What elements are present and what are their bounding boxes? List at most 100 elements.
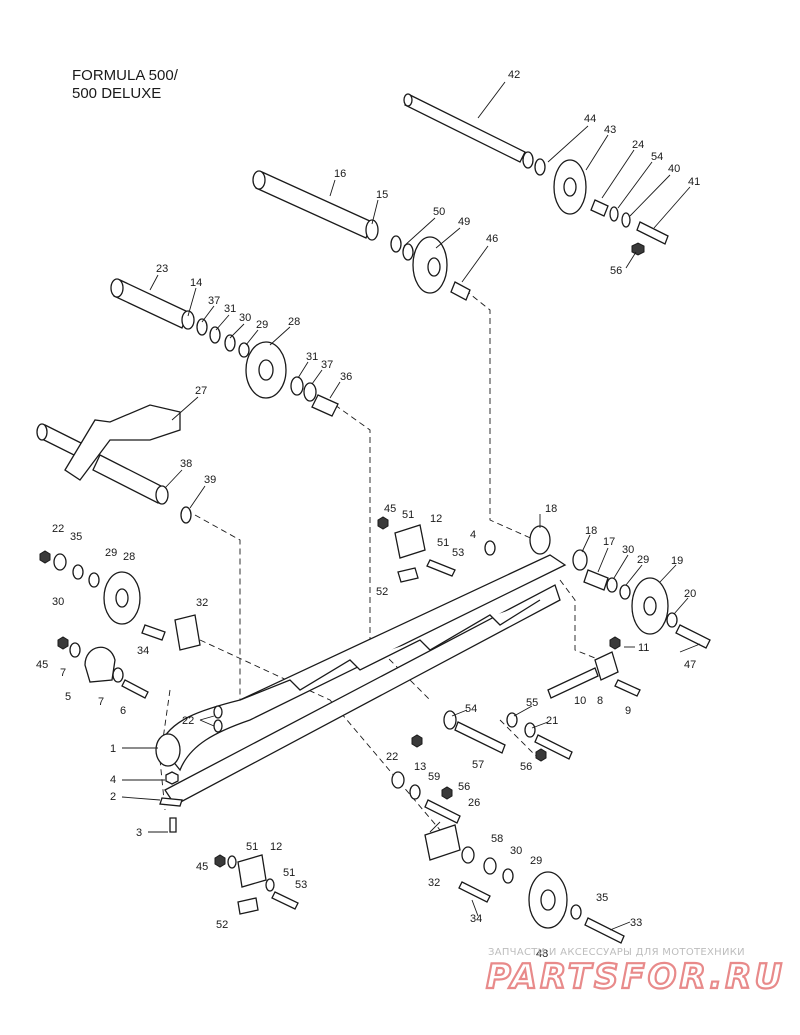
callout-5: 5 [65,691,71,703]
callout-37b: 37 [321,359,333,371]
callout-10: 10 [574,695,586,707]
callout-46: 46 [486,233,498,245]
callout-6: 6 [120,705,126,717]
callout-57: 57 [472,759,484,771]
callout-36: 36 [340,371,352,383]
callout-15: 15 [376,189,388,201]
callout-35: 35 [70,531,82,543]
callout-49: 49 [458,216,470,228]
callout-16: 16 [334,168,346,180]
callout-34b: 34 [470,913,482,925]
callout-28: 28 [288,316,300,328]
callout-28b: 28 [123,551,135,563]
callout-38: 38 [180,458,192,470]
alignment-lines [159,289,601,831]
shaft-42-assembly [403,93,669,256]
callout-11: 11 [638,642,649,654]
callout-3: 3 [136,827,142,839]
callout-45b: 45 [36,659,48,671]
leader-lines [121,81,701,931]
callout-29: 29 [256,319,268,331]
right-middle-parts [547,636,641,699]
callout-47: 47 [684,659,696,671]
callout-43: 43 [604,124,616,136]
lower-right-parts [424,824,625,944]
watermark-tagline: ЗАПЧАСТИ И АКСЕССУАРЫ ДЛЯ МОТОТЕХНИКИ [488,947,745,958]
callout-22b: 22 [182,715,194,727]
callout-12b: 12 [270,841,282,853]
callout-9: 9 [625,705,631,717]
callout-33: 33 [630,917,642,929]
callout-18b: 18 [585,525,597,537]
callout-51d: 51 [283,867,295,879]
left-lower-parts [57,636,149,699]
callout-17: 17 [603,536,615,548]
callout-56: 56 [610,265,622,277]
callout-24: 24 [632,139,644,151]
callout-1: 1 [110,743,116,755]
callout-34: 34 [137,645,149,657]
slide-rail [155,554,567,806]
callout-45: 45 [384,503,396,515]
callout-31: 31 [224,303,236,315]
callout-53b: 53 [295,879,307,891]
callout-8: 8 [597,695,603,707]
callout-4: 4 [470,529,476,541]
callout-51b: 51 [437,537,449,549]
rail-front-parts [159,771,183,833]
callout-52: 52 [376,586,388,598]
right-upper-parts [377,516,711,649]
callout-55: 55 [526,697,538,709]
callout-13: 13 [414,761,426,773]
callout-30c: 30 [52,596,64,608]
callout-42: 42 [508,69,520,81]
callout-labels: 42 44 43 24 54 40 41 56 16 15 50 49 46 2… [36,69,700,960]
callout-35b: 35 [596,892,608,904]
callout-18: 18 [545,503,557,515]
watermark: ЗАПЧАСТИ И АКСЕССУАРЫ ДЛЯ МОТОТЕХНИКИ PA… [485,947,783,998]
callout-19: 19 [671,555,683,567]
callout-39: 39 [204,474,216,486]
callout-14: 14 [190,277,202,289]
callout-7b: 7 [98,696,104,708]
callout-44: 44 [584,113,596,125]
callout-53: 53 [452,547,464,559]
callout-37: 37 [208,295,220,307]
callout-30: 30 [239,312,251,324]
callout-21: 21 [546,715,558,727]
callout-30b: 30 [622,544,634,556]
callout-22c: 22 [386,751,398,763]
diagram-title-line-1: FORMULA 500/ [72,67,179,84]
callout-56b: 56 [520,761,532,773]
callout-48: 48 [536,948,548,960]
callout-20: 20 [684,588,696,600]
callout-41: 41 [688,176,700,188]
callout-26: 26 [468,797,480,809]
callout-29d: 29 [530,855,542,867]
center-parts [213,705,573,824]
callout-12: 12 [430,513,442,525]
callout-54: 54 [651,151,663,163]
callout-29b: 29 [637,554,649,566]
callout-31b: 31 [306,351,318,363]
callout-2: 2 [110,791,116,803]
callout-7: 7 [60,667,66,679]
arm-27-assembly [36,404,192,524]
callout-51c: 51 [246,841,258,853]
callout-50: 50 [433,206,445,218]
callout-4b: 4 [110,774,116,786]
callout-30d: 30 [510,845,522,857]
callout-58: 58 [491,833,503,845]
callout-52b: 52 [216,919,228,931]
callout-51: 51 [402,509,414,521]
callout-32b: 32 [428,877,440,889]
callout-27: 27 [195,385,207,397]
callout-56c: 56 [458,781,470,793]
callout-32: 32 [196,597,208,609]
callout-23: 23 [156,263,168,275]
diagram-title-line-2: 500 DELUXE [72,85,161,102]
shaft-23-assembly [110,278,339,417]
left-upper-parts [39,550,201,651]
callout-54b: 54 [465,703,477,715]
